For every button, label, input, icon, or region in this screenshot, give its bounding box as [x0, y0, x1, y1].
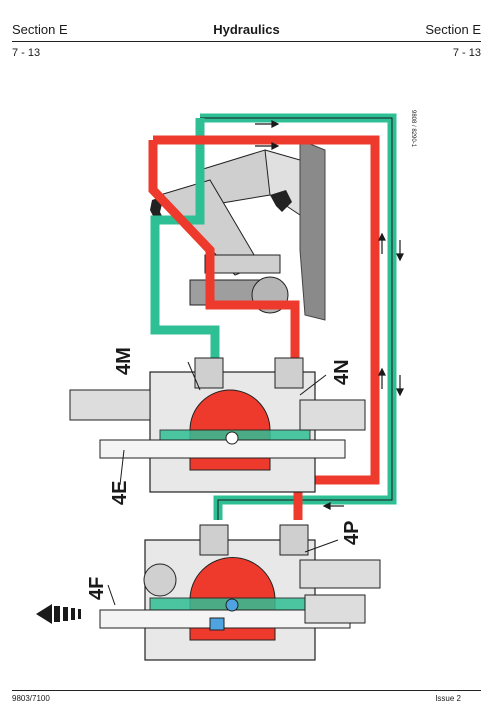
- spool-direction-arrow: [36, 604, 81, 624]
- return-hose-outer-edge: [200, 117, 393, 520]
- soil-pile: [299, 139, 326, 321]
- excavator-arm: [159, 149, 301, 314]
- leader-lines: [107, 361, 339, 606]
- control-valve-lower: [99, 524, 381, 661]
- footer-issue: Issue 2: [435, 694, 461, 703]
- label-4f: 4F: [86, 577, 108, 600]
- pressure-hose-boom: [148, 140, 300, 360]
- header-section-left: Section E: [12, 22, 68, 37]
- page-number-right: 7 - 13: [452, 47, 481, 59]
- header-section-right: Section E: [425, 22, 481, 37]
- return-hose-boom: [150, 118, 220, 360]
- label-4e: 4E: [109, 481, 131, 505]
- label-4p: 4P: [341, 521, 363, 545]
- control-valve-upper: [69, 357, 366, 493]
- header-rule: [12, 41, 481, 42]
- header-title: Hydraulics: [213, 22, 280, 37]
- footer-rule: [12, 690, 481, 691]
- pressure-hose-outer: [153, 135, 380, 520]
- footer-doc-number: 9803/7100: [12, 694, 50, 703]
- figure-reference: 9808 / 8290-1: [410, 110, 416, 148]
- label-4m: 4M: [113, 347, 135, 375]
- flow-arrows: [255, 120, 404, 510]
- label-4n: 4N: [331, 359, 353, 385]
- page-number-left: 7 - 13: [12, 47, 41, 59]
